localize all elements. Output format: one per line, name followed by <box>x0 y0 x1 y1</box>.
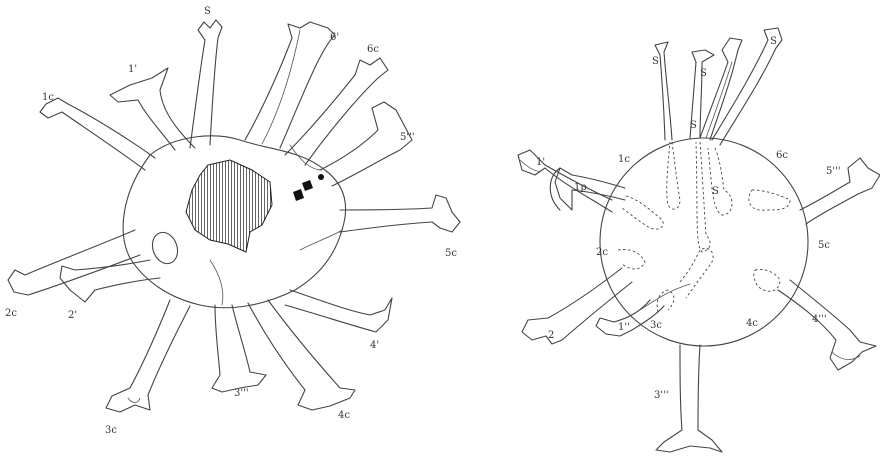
left-label-3c: 3c <box>105 425 117 436</box>
left-label-2prime: 2' <box>68 310 77 321</box>
left-label-6c: 6c <box>367 44 379 55</box>
left-arm-1prime <box>110 68 195 150</box>
left-granule-1 <box>302 180 313 191</box>
left-label-4c: 4c <box>338 410 350 421</box>
right-label-s4: S <box>690 120 697 131</box>
left-label-s: S <box>204 6 211 17</box>
right-drawing: S S S S S 1c 1' 1p 6c 5''' 5c 2c 2 1'' 3… <box>518 28 880 452</box>
right-arm-4tri <box>778 280 876 370</box>
left-granule-2 <box>293 189 304 201</box>
right-label-5c: 5c <box>818 240 830 251</box>
right-label-s1: S <box>652 56 659 67</box>
right-label-1prime: 1' <box>536 157 545 168</box>
right-label-1dbl: 1'' <box>618 322 630 333</box>
right-label-6c: 6c <box>776 150 788 161</box>
left-arm-2prime <box>60 260 160 302</box>
left-nucleus <box>186 160 272 252</box>
right-label-s3: S <box>770 36 777 47</box>
left-arm-s <box>190 20 222 148</box>
right-label-s2: S <box>700 68 707 79</box>
right-label-s5: S <box>712 186 719 197</box>
left-granule-3 <box>318 174 324 180</box>
right-label-1p: 1p <box>574 182 587 193</box>
left-arm-4c <box>248 300 355 410</box>
right-label-4tri: 4''' <box>812 314 827 325</box>
left-label-6prime: 6' <box>330 32 339 43</box>
left-arm-1c <box>40 98 155 170</box>
left-arm-6prime <box>245 22 335 148</box>
left-drawing: S 6' 6c 1c 1' 5''' 5c 2c 2' 3c 3''' 4' 4… <box>5 6 460 436</box>
left-label-4prime: 4' <box>370 340 379 351</box>
right-label-2: 2 <box>548 330 554 341</box>
left-arm-3c <box>106 300 190 412</box>
left-arm-3tri <box>212 305 266 392</box>
left-label-2c: 2c <box>5 308 17 319</box>
left-arm-5tri <box>320 102 412 186</box>
right-label-1c: 1c <box>618 154 630 165</box>
left-arm-4prime <box>285 290 392 332</box>
left-label-1c: 1c <box>42 92 54 103</box>
left-label-3tri: 3''' <box>234 388 249 399</box>
right-label-4c: 4c <box>746 318 758 329</box>
left-arm-5c <box>340 195 460 232</box>
right-label-5tri: 5''' <box>826 166 841 177</box>
right-label-3tri: 3''' <box>654 390 669 401</box>
left-label-5tri: 5''' <box>400 132 415 143</box>
left-label-1prime: 1' <box>128 64 137 75</box>
right-label-2c: 2c <box>596 247 608 258</box>
right-label-3c: 3c <box>650 320 662 331</box>
left-label-5c: 5c <box>445 248 457 259</box>
left-arm-2c <box>8 230 140 295</box>
right-arm-2 <box>522 268 632 344</box>
